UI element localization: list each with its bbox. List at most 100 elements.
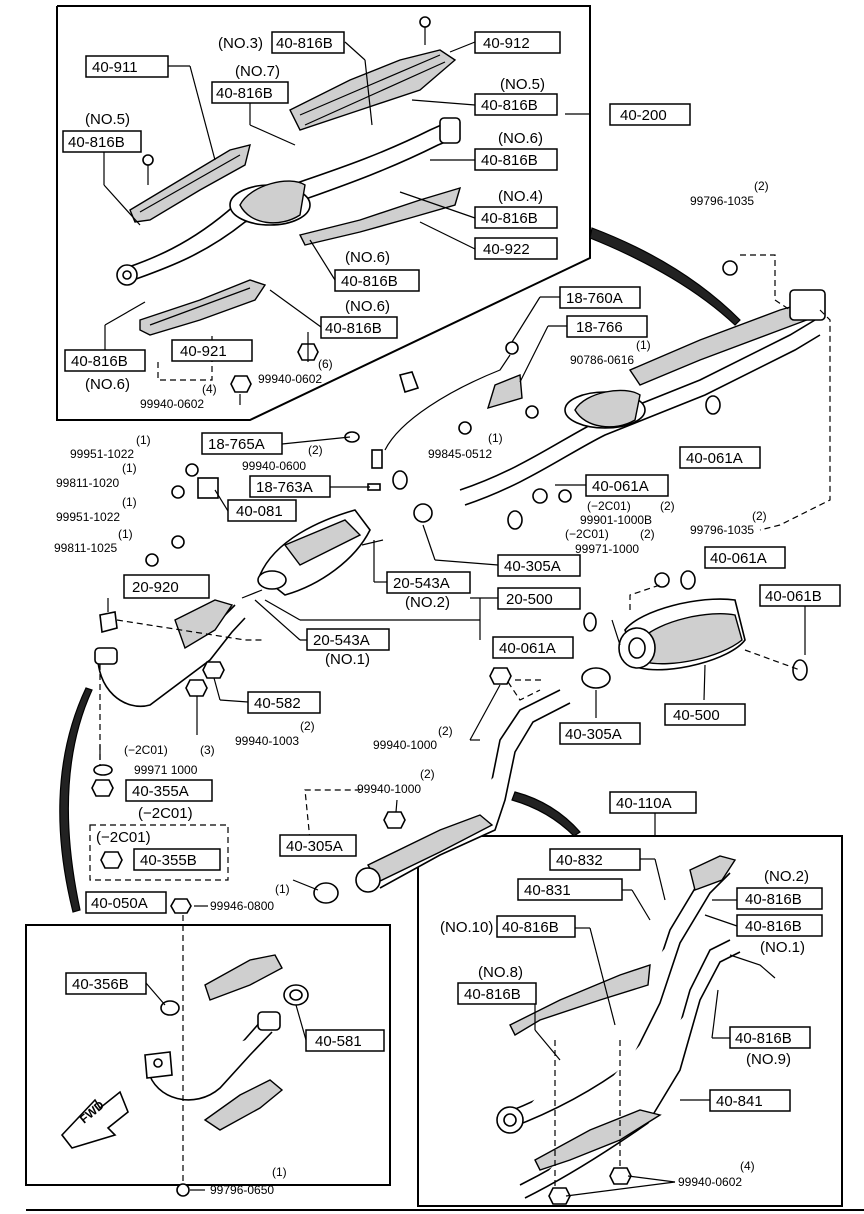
center-pipe-assembly: [116, 117, 461, 286]
callout-c03-part: 40-911: [92, 59, 138, 76]
fastener-f11-part: 99901-1000B: [580, 513, 652, 527]
callout-c12-part: 40-816B: [325, 320, 382, 337]
fastener-f09-qty: (1): [122, 495, 137, 509]
bottom-left-leaders: [145, 905, 307, 1191]
callout-c47-part: 40-841: [716, 1093, 763, 1110]
fastener-f14-qty: (2): [300, 719, 315, 733]
callout-c43-part: 40-050A: [91, 895, 148, 912]
callout-c46-num: (NO.9): [746, 1051, 791, 1068]
main-silencer-40-500: [618, 598, 746, 671]
fastener-f14-part: 99940-1003: [235, 734, 299, 748]
callout-c26-part: 20-543A: [313, 632, 370, 649]
fastener-f15-part: 99971 1000: [134, 763, 198, 777]
fastener-f03-qty: (4): [202, 382, 217, 396]
dashed-groups: [89, 824, 229, 881]
callout-c18-part: 18-763A: [256, 479, 313, 496]
callout-c09-num: (NO.4): [498, 188, 543, 205]
callout-c41-part: 40-816B: [502, 919, 559, 936]
fastener-f17-part: 99940-1000: [357, 782, 421, 796]
callout-c08-num: (NO.6): [498, 130, 543, 147]
callout-c23-num: (NO.2): [405, 594, 450, 611]
fastener-f12-code: (−2C01): [565, 527, 609, 541]
o2-sensor-18-765A: [371, 341, 519, 469]
intermediate-pipe-40-305A: [355, 689, 571, 893]
fastener-f09-part: 99951-1022: [56, 510, 120, 524]
fwd-arrow-icon: [60, 1090, 129, 1149]
center-pipe-40-081: [459, 289, 826, 506]
heat-insulator-40-921: [139, 279, 267, 336]
callout-c40-part: 40-816B: [745, 918, 802, 935]
callout-c42-part: 40-816B: [464, 986, 521, 1003]
callout-c11-num: (NO.6): [345, 249, 390, 266]
callout-c07-part: 40-816B: [68, 134, 125, 151]
callout-c38-part: 40-831: [524, 882, 571, 899]
callout-c19-part: 40-081: [236, 503, 283, 520]
fastener-f19-part: 99940-0602: [678, 1175, 742, 1189]
callout-c17-part: 18-765A: [208, 436, 265, 453]
fastener-f03-part: 99940-0602: [140, 397, 204, 411]
heat-insulator-40-922: [298, 186, 462, 246]
callout-c41-num: (NO.10): [440, 919, 493, 936]
top-box-fasteners: [142, 16, 431, 393]
fastener-f18-part: 99946-0800: [210, 899, 274, 913]
callout-c22-part: 40-305A: [504, 558, 561, 575]
fastener-f02-part: 99940-0602: [258, 372, 322, 386]
fastener-f08-part: 99811-1020: [56, 476, 119, 490]
gaskets-and-hangers: [99, 395, 808, 904]
callout-c36-part: 40-305A: [286, 838, 343, 855]
fastener-f13-qty: (2): [752, 509, 767, 523]
fastener-f04-qty: (1): [636, 338, 651, 352]
callout-c33-part: 40-355A: [132, 783, 189, 800]
fastener-f13-part: 99796-1035: [690, 523, 754, 537]
callout-c05-num: (NO.5): [500, 76, 545, 93]
fastener-f06-qty: (2): [308, 443, 323, 457]
callout-c11-part: 40-816B: [341, 273, 398, 290]
fastener-f12-part: 99971-1000: [575, 542, 639, 556]
fastener-f16-qty: (2): [438, 724, 453, 738]
callout-c39-part: 40-816B: [745, 891, 802, 908]
callout-c28-part: 40-061B: [765, 588, 822, 605]
callout-c29-part: 40-061A: [499, 640, 556, 657]
callout-c21-part: 40-061A: [686, 450, 743, 467]
callout-c14-num: (NO.6): [85, 376, 130, 393]
front-pipe-40-050A-parts: [144, 915, 309, 1197]
callout-c37-part: 40-832: [556, 852, 603, 869]
callout-c23-part: 20-543A: [393, 575, 450, 592]
heat-insulator-40-912: [289, 49, 457, 131]
fastener-f15-qty: (3): [200, 743, 215, 757]
fastener-f06-part: 99940-0600: [242, 459, 306, 473]
fastener-f07-part: 99951-1022: [70, 447, 134, 461]
callout-c20-part: 40-061A: [592, 478, 649, 495]
fastener-f11-qty: (2): [660, 499, 675, 513]
fastener-f05-part: 99845-0512: [428, 447, 492, 461]
heat-insulator-40-911: [129, 144, 251, 223]
callout-c46-part: 40-816B: [735, 1030, 792, 1047]
callout-c02-part: 40-912: [483, 35, 530, 52]
callout-c24-part: 20-500: [506, 591, 553, 608]
callout-c27-part: 40-061A: [710, 550, 767, 567]
callout-labels: (NO.3) 40-816B 40-912 40-911 (NO.7) 40-8…: [62, 31, 841, 1112]
callout-c04-part: 40-816B: [216, 85, 273, 102]
front-pipe-20-920: [94, 599, 246, 707]
callout-c09-part: 40-816B: [481, 210, 538, 227]
fastener-f20-part: 99796-0650: [210, 1183, 274, 1197]
fastener-f01-qty: (2): [754, 179, 769, 193]
callout-c04-num: (NO.7): [235, 63, 280, 80]
callout-c13-part: 40-921: [180, 343, 227, 360]
fastener-labels: (2) 99796-1035 (6) 99940-0602 (4) 99940-…: [54, 179, 769, 1197]
fastener-f10-qty: (1): [118, 527, 133, 541]
frames: [25, 5, 864, 1211]
code-k1: (−2C01): [138, 805, 193, 822]
callout-c45-part: 40-581: [315, 1033, 362, 1050]
fastener-f04-part: 90786-0616: [570, 353, 634, 367]
callout-c01-part: 40-816B: [276, 35, 333, 52]
callout-c07-num: (NO.5): [85, 111, 130, 128]
callout-c14-part: 40-816B: [71, 353, 128, 370]
fastener-f11-code: (−2C01): [587, 499, 631, 513]
fastener-f02-qty: (6): [318, 357, 333, 371]
small-fasteners-mid: [91, 260, 738, 914]
fastener-f05-qty: (1): [488, 431, 503, 445]
callout-c40-num: (NO.1): [760, 939, 805, 956]
bottom-right-leaders: [534, 810, 738, 1197]
